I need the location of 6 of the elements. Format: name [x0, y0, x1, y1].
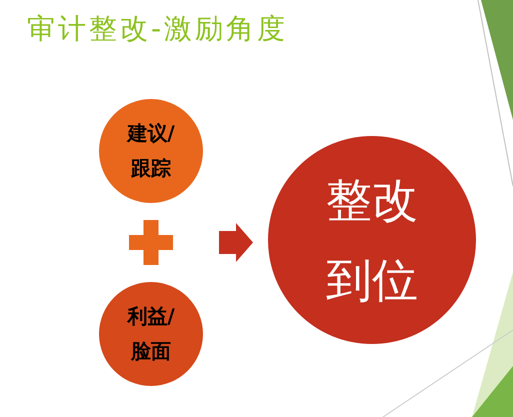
node-label: 建议/跟踪	[126, 120, 176, 182]
plus-sign	[129, 220, 173, 265]
node-label: 整改到位	[325, 172, 419, 309]
block-arrow	[219, 223, 253, 262]
title: 审计整改-激励角度	[27, 11, 288, 47]
node-label: 利益/脸面	[126, 303, 176, 365]
